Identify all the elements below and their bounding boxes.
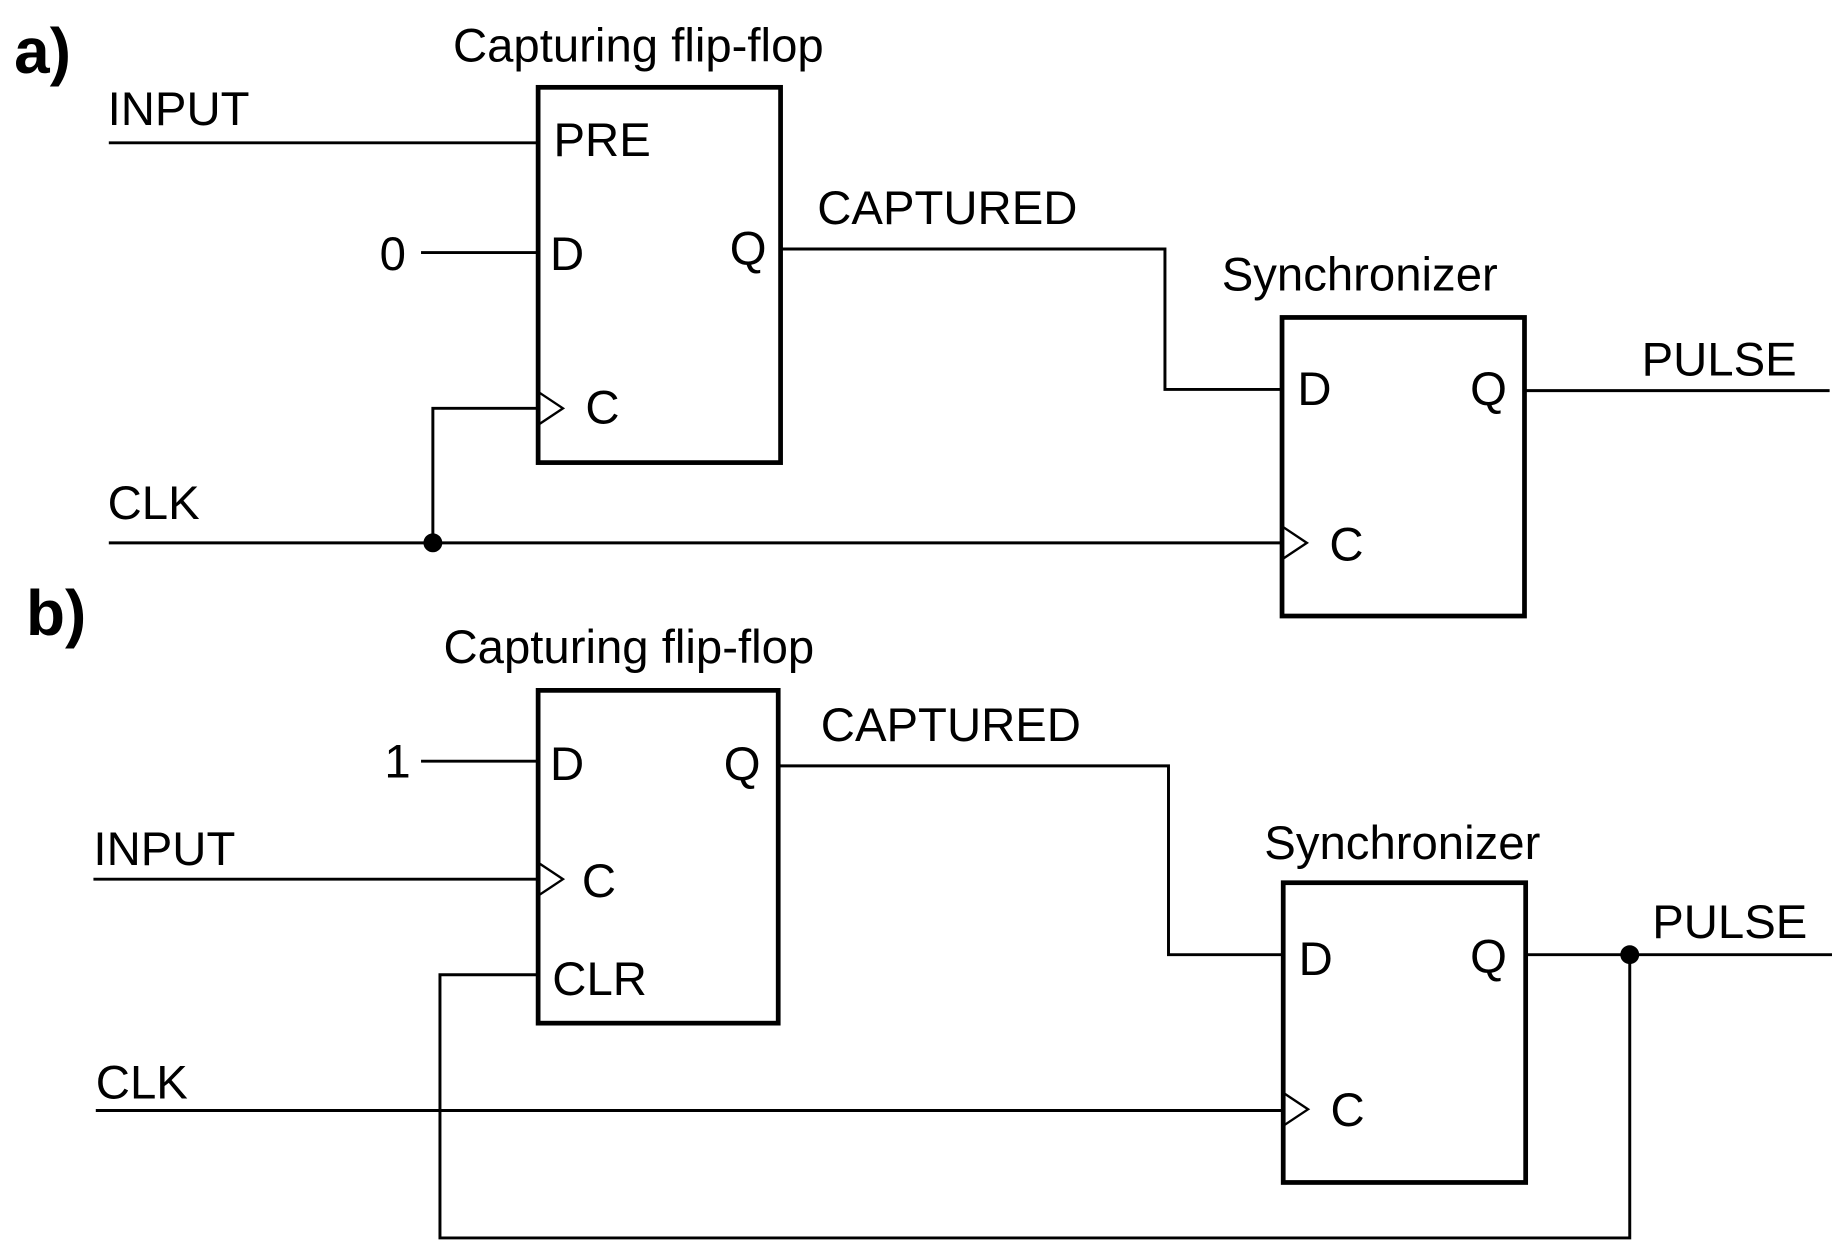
- part-b-signal-constant: 1: [384, 736, 410, 789]
- part-a-capture-ff-pin-pre: PRE: [554, 114, 651, 167]
- part-a-capture-ff-pin-c: C: [585, 382, 619, 435]
- part-b-wire-captured: [778, 764, 1284, 957]
- part-b-synchronizer-pin-d: D: [1299, 933, 1333, 986]
- part-b-capture-ff-pin-q: Q: [724, 738, 761, 791]
- part-a-signal-pulse: PULSE: [1642, 333, 1797, 386]
- part-a-signal-input: INPUT: [108, 83, 250, 136]
- part-b-wire-feedback-clr: [438, 954, 1632, 1240]
- part-a-synchronizer-title: Synchronizer: [1222, 248, 1498, 301]
- part-b: b) Capturing flip-flop D Q C CLR Synchro…: [26, 577, 1832, 1240]
- part-b-capture-ff-clock-triangle-icon: [537, 861, 566, 897]
- part-a-synchronizer-pin-d: D: [1297, 363, 1331, 416]
- part-b-capture-ff-box: [535, 688, 781, 1026]
- part-b-synchronizer-pin-c: C: [1331, 1084, 1365, 1137]
- part-a-wire-captured: [780, 247, 1283, 391]
- part-b-label: b): [26, 577, 86, 649]
- part-a-capture-ff-box: [535, 84, 783, 465]
- part-b-capture-ff-title: Capturing flip-flop: [444, 621, 815, 674]
- part-a-signal-constant: 0: [380, 228, 406, 281]
- part-b-signal-input: INPUT: [93, 823, 235, 876]
- part-b-capture-ff-pin-c: C: [582, 855, 616, 908]
- part-b-synchronizer-title: Synchronizer: [1264, 817, 1540, 870]
- part-a-junction-dot-icon: [423, 533, 443, 553]
- part-a-capture-ff-pin-d: D: [550, 228, 584, 281]
- part-a-wire-clk-branch: [431, 406, 539, 543]
- part-b-signal-clk: CLK: [96, 1057, 188, 1110]
- part-a-synchronizer-clock-triangle-icon: [1281, 525, 1310, 561]
- part-b-signal-captured: CAPTURED: [821, 699, 1081, 752]
- part-a-synchronizer-pin-c: C: [1329, 519, 1363, 572]
- part-a-synchronizer-box: [1279, 315, 1527, 619]
- part-a-capture-ff-title: Capturing flip-flop: [453, 19, 824, 72]
- part-a-synchronizer-pin-q: Q: [1470, 363, 1507, 416]
- part-a-signal-captured: CAPTURED: [817, 182, 1077, 235]
- part-a-capture-ff-clock-triangle-icon: [537, 390, 566, 426]
- part-b-capture-ff-pin-d: D: [550, 738, 584, 791]
- part-a: a) Capturing flip-flop PRE D Q C Synchro…: [14, 15, 1830, 619]
- part-a-signal-clk: CLK: [108, 477, 200, 530]
- part-b-signal-pulse: PULSE: [1652, 896, 1807, 949]
- part-b-synchronizer-box: [1280, 880, 1529, 1185]
- part-a-capture-ff-pin-q: Q: [730, 222, 767, 275]
- part-a-label: a): [14, 15, 71, 87]
- part-b-synchronizer-clock-triangle-icon: [1282, 1091, 1311, 1127]
- part-b-capture-ff-pin-clr: CLR: [552, 953, 647, 1006]
- part-b-synchronizer-pin-q: Q: [1470, 930, 1507, 983]
